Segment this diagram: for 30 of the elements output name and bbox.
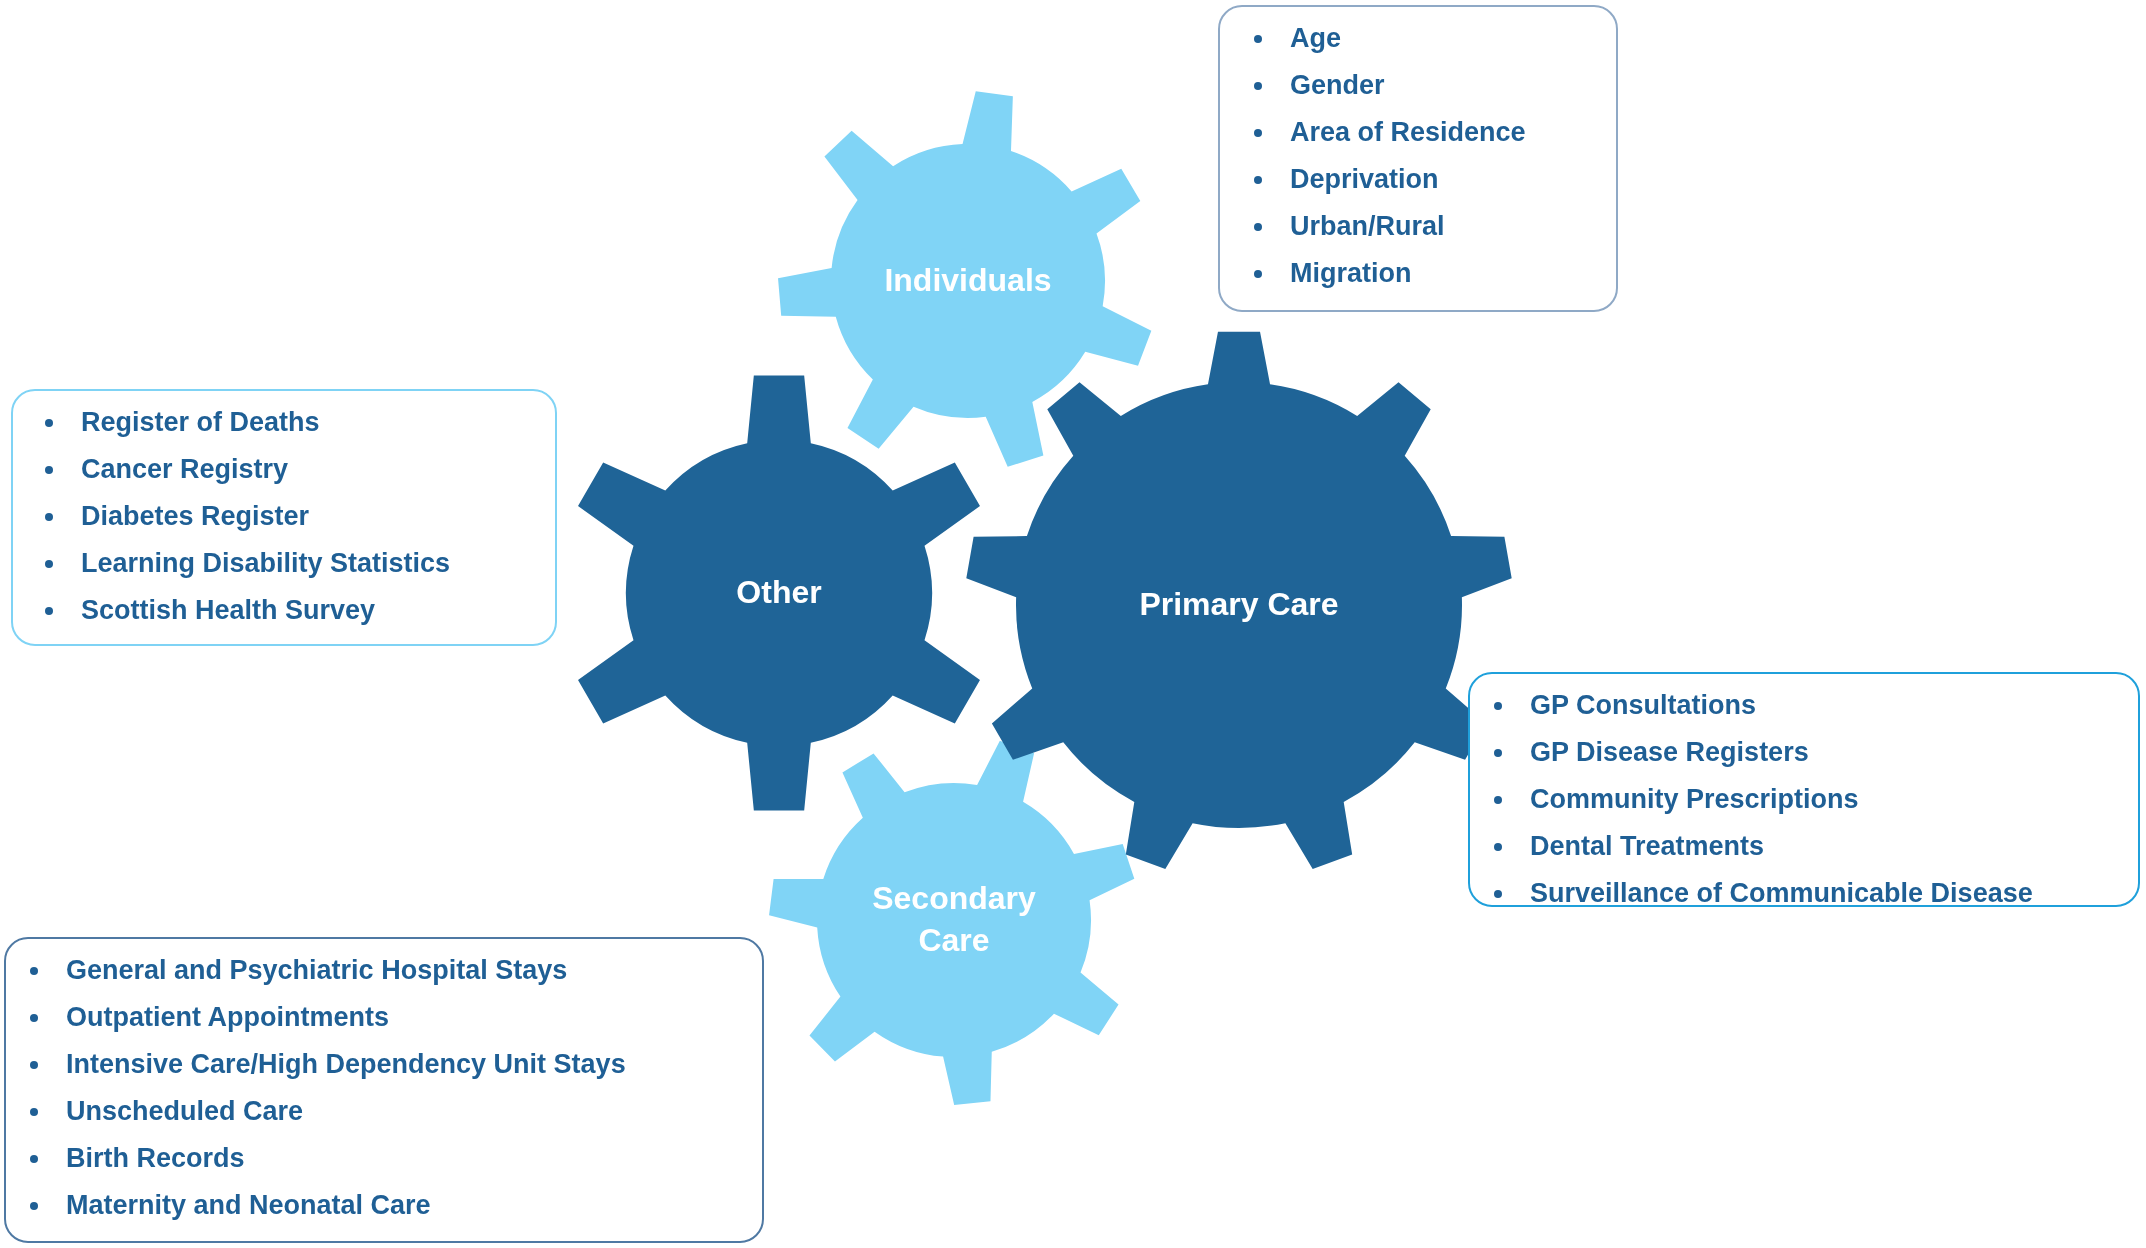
bullet-item: Surveillance of Communicable Disease — [1470, 870, 2128, 917]
list-box — [1218, 5, 1618, 312]
bullet-item: Area of Residence — [1220, 109, 1606, 156]
gear-label: Other — [736, 573, 822, 613]
bullet-item: GP Consultations — [1470, 682, 2128, 729]
list-box — [11, 389, 557, 646]
bullet-item: Deprivation — [1220, 156, 1606, 203]
list-box — [4, 937, 764, 1243]
bullet-item: Urban/Rural — [1220, 203, 1606, 250]
gear-label: Secondary Care — [871, 879, 1037, 960]
bullet-item: Register of Deaths — [13, 399, 545, 446]
bullet-item: General and Psychiatric Hospital Stays — [6, 947, 752, 994]
bullet-item: Outpatient Appointments — [6, 994, 752, 1041]
bullet-item: Dental Treatments — [1470, 823, 2128, 870]
bullet-item: GP Disease Registers — [1470, 729, 2128, 776]
bullet-item: Migration — [1220, 250, 1606, 297]
bullet-item: Maternity and Neonatal Care — [6, 1182, 752, 1229]
bullet-item: Learning Disability Statistics — [13, 540, 545, 587]
gear-label: Individuals — [884, 261, 1052, 301]
bullet-item: Intensive Care/High Dependency Unit Stays — [6, 1041, 752, 1088]
bullet-item: Unscheduled Care — [6, 1088, 752, 1135]
bullet-item: Age — [1220, 15, 1606, 62]
bullet-item: Birth Records — [6, 1135, 752, 1182]
bullet-item: Scottish Health Survey — [13, 587, 545, 634]
bullet-item: Community Prescriptions — [1470, 776, 2128, 823]
gear-label: Primary Care — [1139, 585, 1339, 625]
list-box — [1468, 672, 2140, 907]
bullet-item: Diabetes Register — [13, 493, 545, 540]
bullet-item: Gender — [1220, 62, 1606, 109]
bullet-item: Cancer Registry — [13, 446, 545, 493]
